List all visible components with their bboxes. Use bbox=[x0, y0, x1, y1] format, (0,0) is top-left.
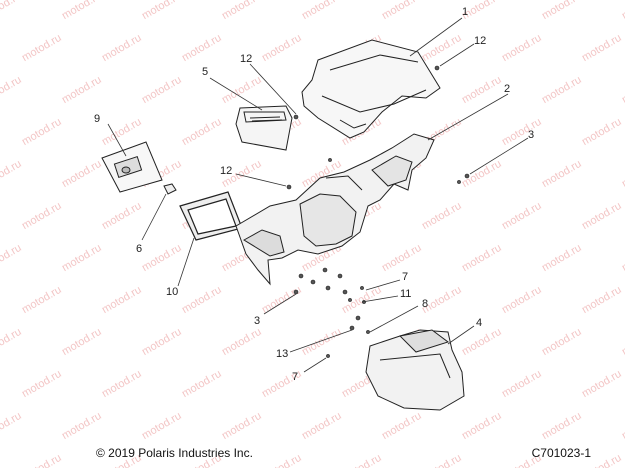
part-storage-bin bbox=[235, 105, 293, 151]
callout-label: 10 bbox=[166, 286, 178, 298]
callout-label: 8 bbox=[422, 298, 428, 310]
part-gasket-frame bbox=[179, 191, 243, 241]
part-lower-box bbox=[365, 329, 465, 411]
callout-label: 7 bbox=[292, 371, 298, 383]
callout-label: 3 bbox=[254, 315, 260, 327]
callout-label: 5 bbox=[202, 66, 208, 78]
fasteners bbox=[286, 65, 470, 358]
callout-label: 12 bbox=[474, 35, 486, 47]
callout-label: 12 bbox=[240, 53, 252, 65]
callout-label: 7 bbox=[402, 271, 408, 283]
part-main-dash bbox=[235, 133, 435, 286]
copyright-text: © 2019 Polaris Industries Inc. bbox=[96, 446, 253, 460]
leader-lines bbox=[107, 17, 529, 373]
figure-id: C701023-1 bbox=[531, 446, 591, 460]
callout-label: 2 bbox=[504, 83, 510, 95]
callout-label: 1 bbox=[462, 6, 468, 18]
callout-label: 3 bbox=[528, 129, 534, 141]
part-gauge-panel bbox=[101, 141, 163, 193]
part-clip bbox=[163, 183, 177, 195]
callout-label: 9 bbox=[94, 113, 100, 125]
callout-label: 6 bbox=[136, 243, 142, 255]
part-upper-cover bbox=[301, 39, 441, 139]
callout-labels: 1 12 5 12 2 9 3 12 6 10 7 11 8 3 4 13 7 bbox=[94, 6, 534, 383]
callout-label: 4 bbox=[476, 317, 482, 329]
callout-label: 12 bbox=[220, 165, 232, 177]
callout-label: 11 bbox=[400, 288, 411, 300]
callout-label: 13 bbox=[276, 348, 288, 360]
